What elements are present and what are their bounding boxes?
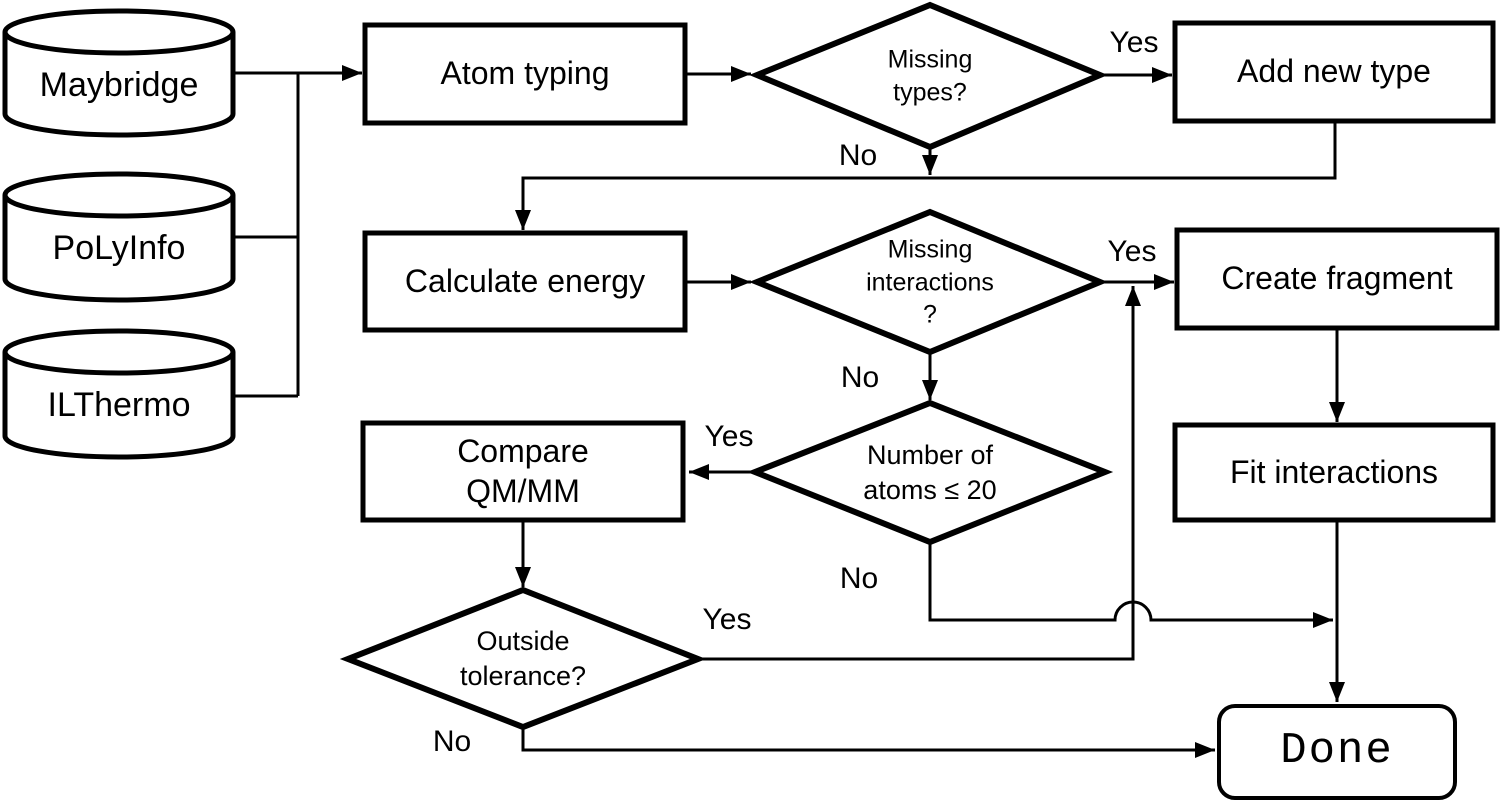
edge-outside-tolerance-no-to-done [521, 727, 1215, 758]
process-box-calculate-energy [362, 230, 688, 333]
node-label-add-new-type: Add new type [1237, 53, 1431, 90]
edge-label-outside-tolerance-no: No [432, 725, 472, 758]
node-label-calculate-energy: Calculate energy [404, 262, 646, 299]
terminal-label-done: Done [1280, 726, 1394, 777]
edge-outside-tolerance-yes-feedback [698, 286, 1141, 661]
database-label-maybridge: Maybridge [39, 65, 199, 104]
node-label-create-fragment: Create fragment [1221, 260, 1453, 297]
terminal-box-done [1217, 704, 1457, 800]
edge-label-missing-types-no: No [838, 139, 878, 172]
edge-label-number-of-atoms-no: No [839, 562, 879, 595]
decision-diamond-missing-types [749, 1, 1108, 151]
node-label-fit-interactions: Fit interactions [1229, 453, 1439, 490]
decision-diamond-number-of-atoms [746, 399, 1114, 546]
edge-number-of-atoms-no-to-done-line [928, 542, 1333, 628]
cylinder-polyinfo-body [2, 195, 236, 303]
process-box-compare-qm-mm [360, 420, 686, 523]
cylinder-maybridge-top [2, 8, 236, 56]
edge-label-missing-types-yes: Yes [1109, 26, 1159, 59]
process-box-atom-typing [362, 22, 688, 126]
edge-label-missing-interactions-no: No [840, 361, 880, 394]
cylinder-ilthermo-body [2, 352, 236, 460]
edge-label-number-of-atoms-yes: Yes [704, 420, 754, 453]
cylinder-ilthermo-top [2, 328, 236, 376]
edge-databases-to-atom-typing [233, 73, 362, 398]
cylinder-polyinfo [2, 171, 236, 303]
database-label-ilthermo: ILThermo [47, 385, 191, 424]
cylinder-polyinfo-top [2, 171, 236, 219]
edge-label-missing-interactions-yes: Yes [1107, 235, 1157, 268]
edge-label-outside-tolerance-yes: Yes [702, 603, 752, 636]
edge-add-new-type-loop-to-calculate-energy [515, 122, 1337, 230]
node-label-atom-typing: Atom typing [440, 55, 610, 92]
database-label-polyinfo: PoLyInfo [52, 228, 186, 267]
decision-diamond-outside-tolerance [339, 586, 707, 731]
process-box-add-new-type [1172, 20, 1496, 124]
decision-diamond-missing-interactions [749, 208, 1108, 356]
cylinder-maybridge [2, 8, 236, 138]
cylinder-ilthermo [2, 328, 236, 460]
process-box-fit-interactions [1172, 422, 1496, 523]
cylinder-maybridge-body [2, 32, 236, 138]
process-box-create-fragment [1174, 227, 1500, 331]
